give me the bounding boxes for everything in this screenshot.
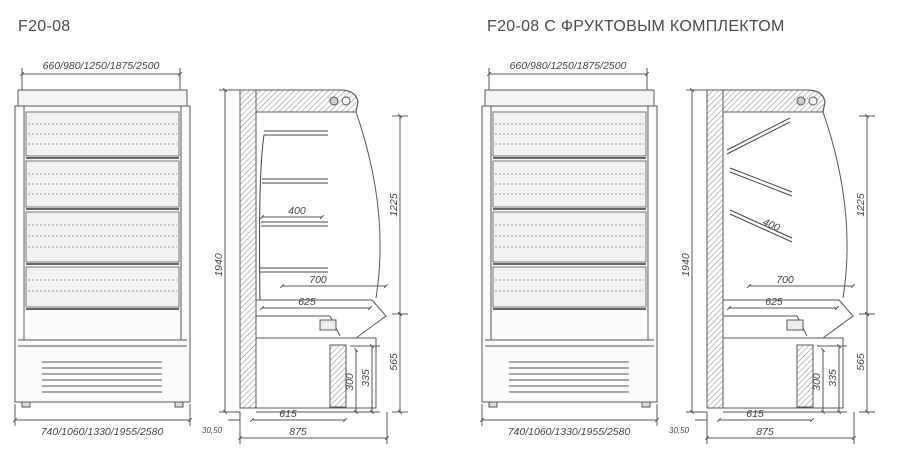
right-height-lower: 565: [855, 353, 867, 371]
left-foot-dim: 30,50: [202, 426, 223, 435]
title-right: F20-08 С ФРУКТОВЫМ КОМПЛЕКТОМ: [487, 18, 785, 35]
right-base-335: 335: [827, 369, 839, 387]
left-shelf-depth: 400: [288, 205, 306, 217]
left-height-lower: 565: [388, 353, 400, 371]
right-foot-dim: 30,50: [669, 426, 690, 435]
right-front-view: [479, 68, 660, 426]
right-front-top-dim: 660/980/1250/1875/2500: [510, 60, 627, 72]
left-base-300: 300: [344, 373, 356, 391]
right-drawing: 660/980/1250/1875/2500 740/1060/1330/195…: [479, 60, 875, 444]
right-depth-700: 700: [776, 274, 794, 286]
left-drawing: 660/980/1250/1875/2500 740/1060/1330/195…: [12, 60, 408, 444]
left-height-total: 1940: [213, 253, 225, 277]
right-base-300: 300: [811, 373, 823, 391]
right-depth-625: 625: [765, 296, 783, 308]
right-side-view: [686, 87, 875, 444]
left-side-view: [219, 87, 408, 444]
left-height-upper: 1225: [388, 193, 400, 217]
right-depth-875: 875: [756, 426, 774, 438]
right-height-total: 1940: [680, 253, 692, 277]
title-left: F20-08: [18, 18, 71, 35]
left-depth-700: 700: [309, 274, 327, 286]
right-front-bottom-dim: 740/1060/1330/1955/2580: [508, 426, 631, 438]
left-depth-875: 875: [289, 426, 307, 438]
left-front-bottom-dim: 740/1060/1330/1955/2580: [41, 426, 164, 438]
right-height-upper: 1225: [855, 193, 867, 217]
left-front-view: [12, 68, 193, 426]
left-base-335: 335: [360, 369, 372, 387]
left-depth-625: 625: [298, 296, 316, 308]
left-front-top-dim: 660/980/1250/1875/2500: [43, 60, 160, 72]
right-depth-615: 615: [746, 408, 764, 420]
left-depth-615: 615: [279, 408, 297, 420]
